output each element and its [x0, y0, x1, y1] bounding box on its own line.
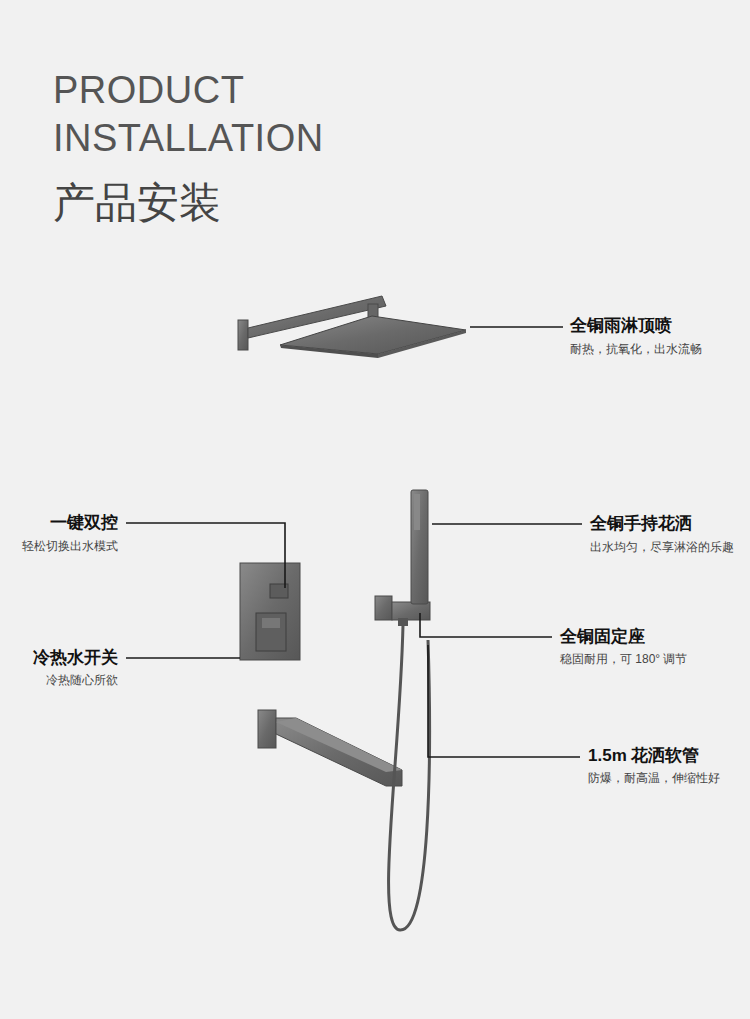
part-note: 轻松切换出水模式 [22, 539, 118, 553]
part-name: 全铜固定座 [560, 627, 645, 647]
tub-spout [258, 710, 402, 786]
leader-line [432, 523, 582, 525]
leader-lines [126, 327, 582, 757]
page-subtitle: 产品安装 [53, 178, 221, 228]
rain-shower [238, 296, 466, 358]
mixer-valve [240, 563, 300, 660]
hand-shower [375, 490, 430, 930]
part-note: 防爆，耐高温，伸缩性好 [588, 771, 720, 785]
part-note: 耐热，抗氧化，出水流畅 [570, 342, 702, 356]
part-name: 冷热水开关 [33, 648, 118, 668]
part-note: 冷热随心所欲 [46, 673, 118, 687]
part-name: 一键双控 [50, 513, 118, 533]
leader-line [470, 326, 563, 328]
part-name: 1.5m 花洒软管 [588, 746, 699, 766]
page-title: PRODUCT INSTALLATION [53, 66, 353, 162]
leader-line [126, 657, 240, 659]
leader-line [420, 613, 552, 637]
leader-line [428, 645, 580, 757]
part-note: 稳固耐用，可 180° 调节 [560, 652, 688, 666]
leader-line [126, 523, 285, 588]
part-name: 全铜雨淋顶喷 [570, 316, 672, 336]
part-note: 出水均匀，尽享淋浴的乐趣 [590, 540, 734, 554]
part-name: 全铜手持花洒 [590, 514, 692, 534]
